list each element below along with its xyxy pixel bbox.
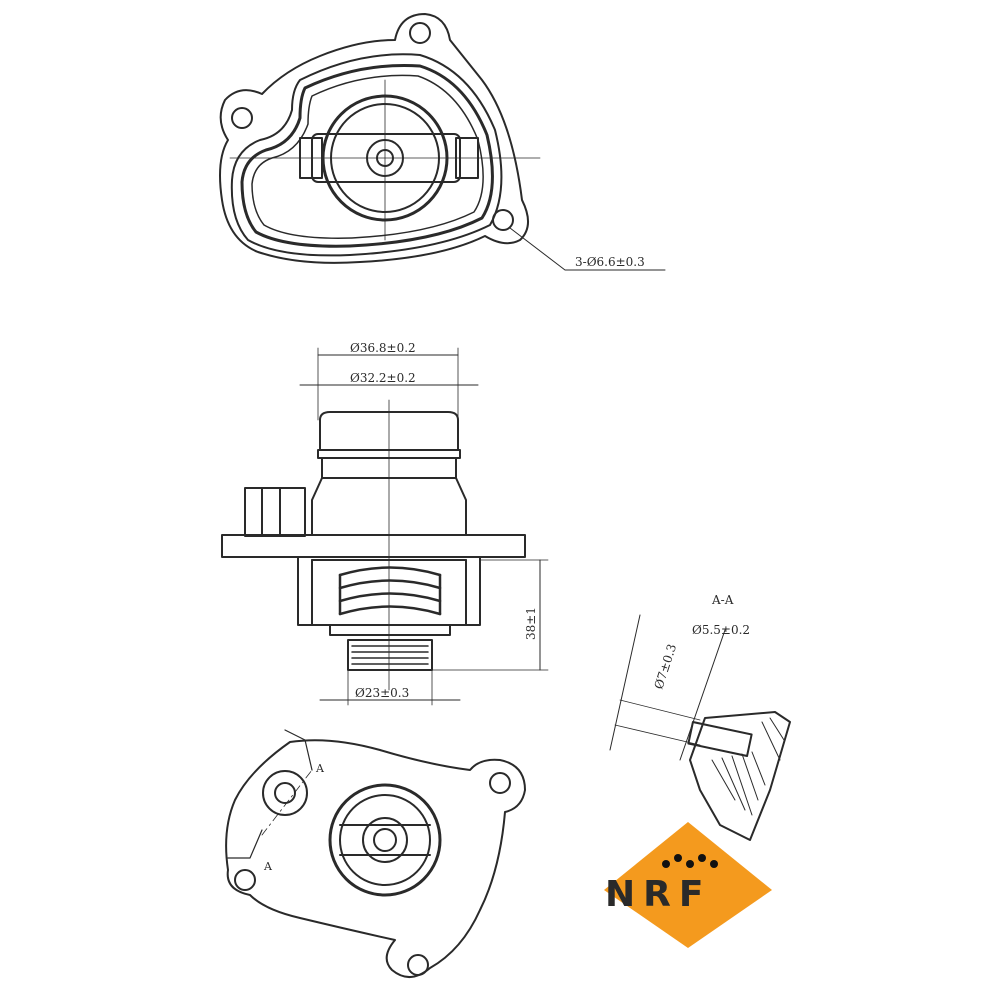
top-view-gasket-groove: [251, 74, 484, 239]
top-view-hole-leader: [509, 227, 666, 271]
bottom-view-valve-hub: [362, 817, 408, 863]
dim-outer: Ø36.8±0.2: [350, 341, 416, 355]
flange: [221, 534, 526, 558]
side-view: Ø36.8±0.2 Ø32.2±0.2: [221, 341, 549, 706]
section-arrow-label-top: A: [315, 762, 325, 775]
dim-small: Ø7±0.3: [652, 642, 680, 691]
top-view-outline: [219, 13, 529, 264]
nrf-diamond-logo: NRF: [604, 822, 772, 948]
hole-callout: 3-Ø6.6±0.3: [575, 255, 645, 269]
top-view-gasket-inner: [240, 64, 494, 248]
section-hatching: [711, 717, 785, 816]
dim-height: 38±1: [524, 607, 538, 640]
dim-bottom: Ø23±0.3: [355, 686, 409, 700]
top-view-hole-right: [492, 209, 514, 231]
logo-diamond: [604, 822, 772, 948]
section-arrow-bottom: [227, 829, 263, 859]
section-cut-line: [261, 769, 313, 836]
bottom-view: A A: [225, 729, 526, 978]
wax-element: [347, 639, 433, 671]
section-arrow-top: [284, 729, 313, 771]
logo-dots: [662, 854, 718, 868]
spring: [338, 566, 442, 616]
bottom-view-valve-bridge: [339, 824, 431, 856]
seat-plate: [329, 624, 451, 636]
dim-pin: Ø5.5±0.2: [692, 623, 750, 637]
top-view-hole-top: [409, 22, 431, 44]
bottom-view-hole-top-right: [489, 772, 511, 794]
bottom-view-hole-bottom: [407, 954, 429, 976]
bottom-view-valve-pin: [373, 828, 397, 852]
section-arrow-label-bottom: A: [263, 860, 273, 873]
section-dim-line-1: [609, 614, 641, 751]
bottom-view-valve-outer: [328, 783, 442, 897]
nozzle-top: [319, 411, 459, 451]
bottom-view-outline: [225, 739, 526, 978]
section-label: A-A: [711, 593, 734, 607]
wax-element-coils: [351, 645, 429, 665]
section-ext-2: [614, 724, 701, 746]
bottom-view-boss-hole: [274, 782, 296, 804]
section-ext-1: [619, 699, 701, 721]
section-body: [689, 711, 791, 841]
logo-text: NRF: [605, 874, 711, 915]
section-view: A-A Ø5.5±0.2 Ø7±0.3: [609, 593, 791, 841]
section-pin: [687, 721, 753, 757]
side-tab: [244, 487, 306, 537]
top-view-gasket-outer: [230, 53, 503, 257]
bottom-view-valve-mid: [339, 794, 431, 886]
section-dim-line-2: [679, 629, 726, 761]
bottom-view-hole-left: [234, 869, 256, 891]
top-view-hole-left: [231, 107, 253, 129]
dim-inner: Ø32.2±0.2: [350, 371, 416, 385]
top-view: 3-Ø6.6±0.3: [219, 13, 666, 271]
bottom-view-boss: [262, 770, 308, 816]
